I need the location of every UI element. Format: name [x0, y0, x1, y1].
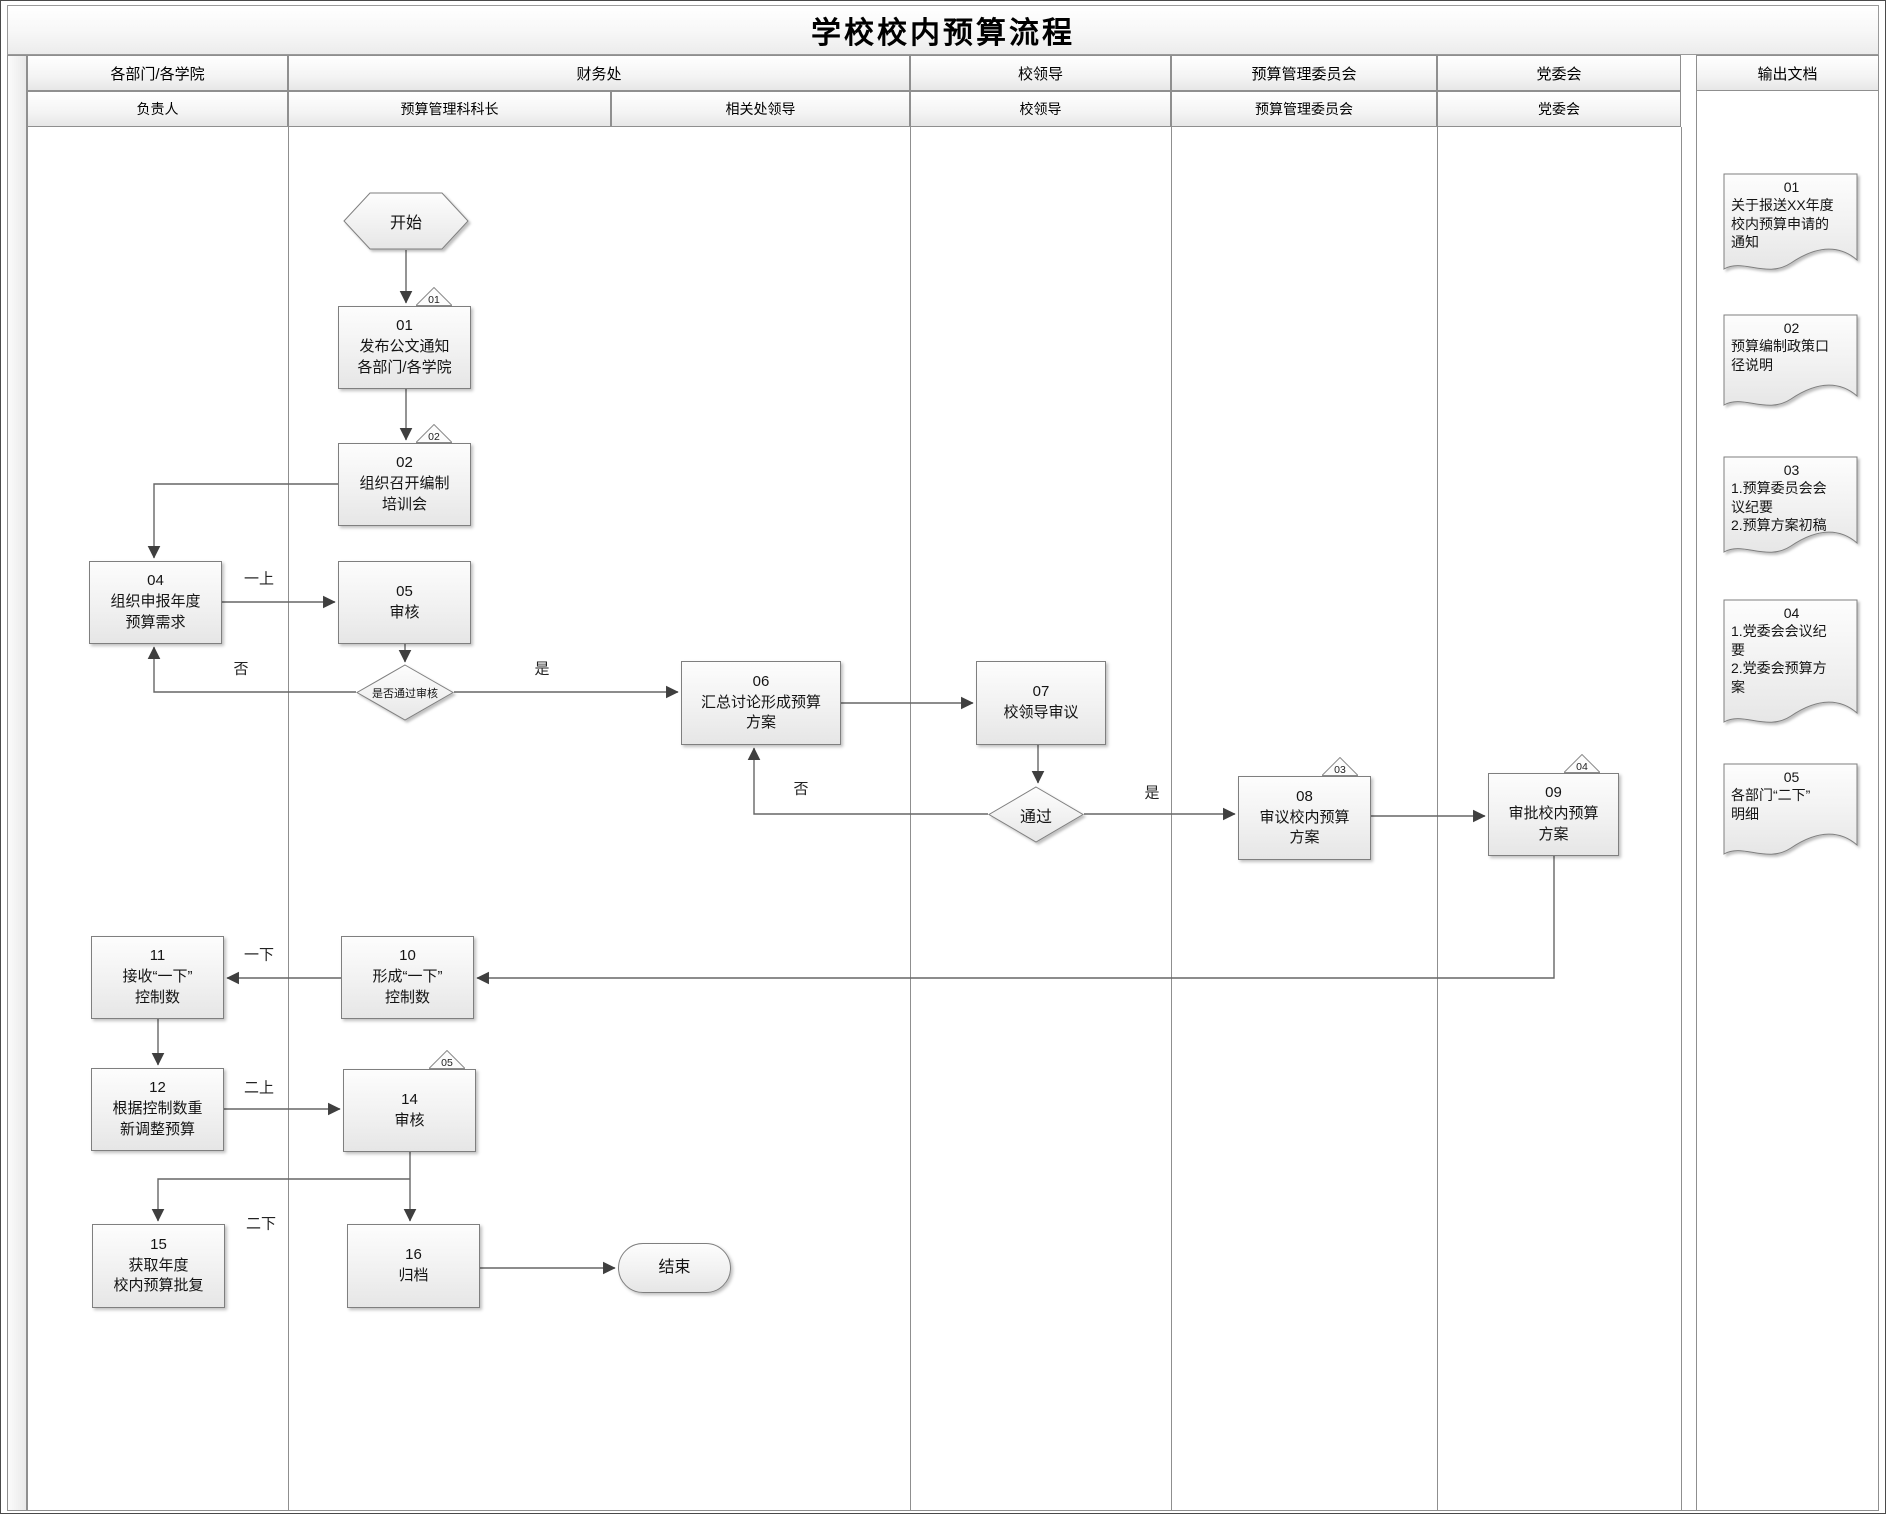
- decision-approved[interactable]: 通过: [988, 786, 1084, 843]
- lane-header-school-leaders: 校领导: [910, 55, 1171, 91]
- sublane-header-related-leaders: 相关处领导: [611, 91, 910, 127]
- page-title: 学校校内预算流程: [7, 5, 1879, 55]
- node-02-training-meeting[interactable]: 02 组织召开编制 培训会: [338, 443, 471, 526]
- node-07-leaders-deliberate[interactable]: 07 校领导审议: [976, 661, 1106, 745]
- node-10-form-control-number[interactable]: 10 形成“一下” 控制数: [341, 936, 474, 1019]
- lane-header-finance: 财务处: [288, 55, 910, 91]
- badge-doc-01: 01: [416, 287, 452, 306]
- lane-divider-2: [910, 127, 911, 1511]
- end-node[interactable]: 结束: [618, 1243, 731, 1293]
- edge-label-yixia: 一下: [243, 946, 275, 964]
- sublane-header-party-committee: 党委会: [1437, 91, 1681, 127]
- start-node[interactable]: 开始: [343, 192, 469, 250]
- badge-doc-03: 03: [1322, 757, 1358, 776]
- edge-label-yes-1: 是: [534, 660, 550, 678]
- badge-doc-05: 05: [429, 1050, 465, 1069]
- lane-header-budget-committee: 预算管理委员会: [1171, 55, 1437, 91]
- node-05-review[interactable]: 05 审核: [338, 561, 471, 644]
- node-08-committee-review-plan[interactable]: 08 审议校内预算 方案: [1238, 776, 1371, 860]
- lane-divider-1: [288, 127, 289, 1511]
- edge-label-ershang: 二上: [243, 1079, 275, 1097]
- lane-divider-3: [1171, 127, 1172, 1511]
- lane-header-departments: 各部门/各学院: [27, 55, 288, 91]
- left-rail: [7, 55, 27, 1511]
- body-right-border: [1878, 55, 1879, 1511]
- lane-header-party-committee: 党委会: [1437, 55, 1681, 91]
- edge-label-yishang: 一上: [243, 570, 275, 588]
- body-left-border: [27, 127, 28, 1511]
- lane-header-output-docs: 输出文档: [1696, 55, 1879, 91]
- node-14-review[interactable]: 14 审核: [343, 1069, 476, 1152]
- node-06-form-budget-plan[interactable]: 06 汇总讨论形成预算 方案: [681, 661, 841, 745]
- node-16-archive[interactable]: 16 归档: [347, 1224, 480, 1308]
- sublane-header-responsible: 负责人: [27, 91, 288, 127]
- badge-doc-02: 02: [416, 424, 452, 443]
- edge-label-no-1: 否: [233, 660, 249, 678]
- badge-doc-04: 04: [1564, 754, 1600, 773]
- sublane-header-budget-section-chief: 预算管理科科长: [288, 91, 611, 127]
- edge-label-no-2: 否: [793, 780, 809, 798]
- sublane-header-school-leaders: 校领导: [910, 91, 1171, 127]
- edge-label-yes-2: 是: [1144, 784, 1160, 802]
- edge-label-erxia: 二下: [245, 1215, 277, 1233]
- node-04-declare-budget-needs[interactable]: 04 组织申报年度 预算需求: [89, 561, 222, 644]
- node-09-approve-plan[interactable]: 09 审批校内预算 方案: [1488, 773, 1619, 856]
- decision-approved-label: 通过: [1019, 808, 1052, 826]
- decision-pass-review[interactable]: 是否通过审核: [355, 664, 455, 721]
- decision-pass-review-label: 是否通过审核: [372, 687, 438, 700]
- node-11-receive-control-number[interactable]: 11 接收“一下” 控制数: [91, 936, 224, 1019]
- docs-column-left-border: [1696, 91, 1697, 1511]
- lane-divider-4: [1437, 127, 1438, 1511]
- node-01-publish-notice[interactable]: 01 发布公文通知 各部门/各学院: [338, 306, 471, 389]
- node-15-obtain-budget-approval[interactable]: 15 获取年度 校内预算批复: [92, 1224, 225, 1308]
- sublane-header-budget-committee: 预算管理委员会: [1171, 91, 1437, 127]
- lane-divider-5: [1681, 127, 1682, 1511]
- body-bottom-border: [27, 1510, 1879, 1511]
- node-12-readjust-budget[interactable]: 12 根据控制数重 新调整预算: [91, 1068, 224, 1151]
- start-label: 开始: [389, 215, 422, 232]
